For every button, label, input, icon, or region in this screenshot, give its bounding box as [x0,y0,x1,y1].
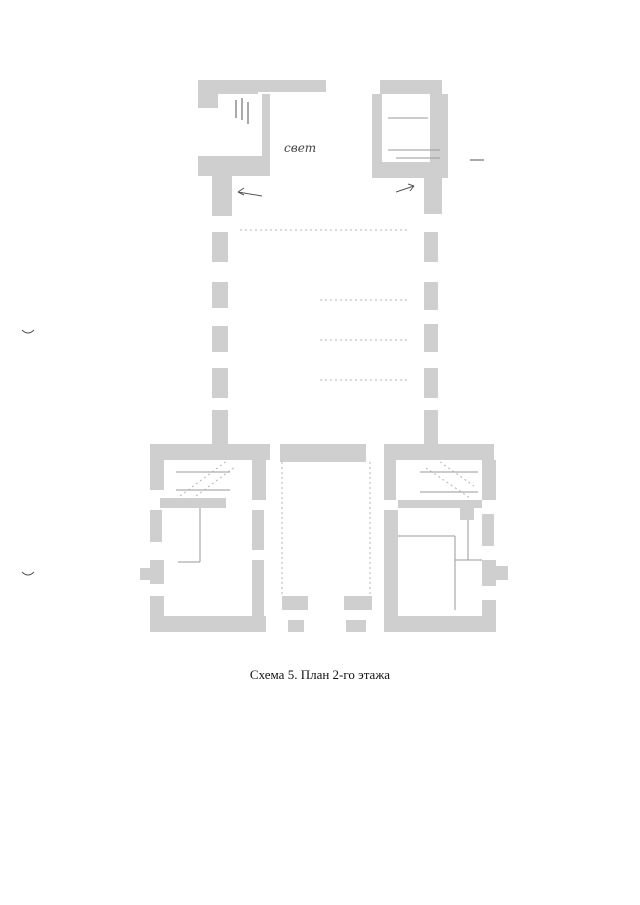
outer-walls [140,80,508,632]
plan-annotation: свет [284,141,316,155]
inner-lines [21,98,484,610]
figure-caption: Схема 5. План 2-го этажа [249,667,391,682]
